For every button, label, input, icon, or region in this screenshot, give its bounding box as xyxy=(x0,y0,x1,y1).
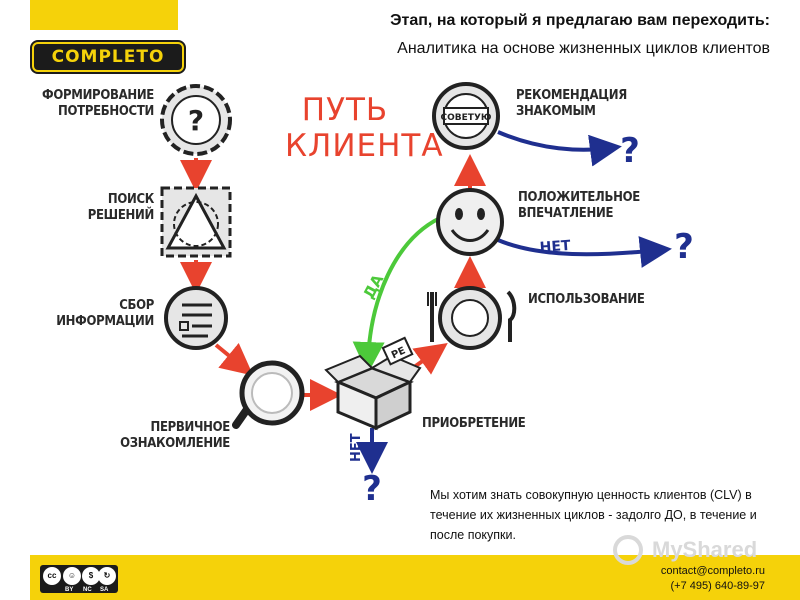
no-label-impression: НЕТ xyxy=(539,238,571,256)
search-shapes-icon xyxy=(160,186,232,258)
watermark-text: MyShared xyxy=(652,537,758,562)
yes-label: ДА xyxy=(360,271,388,302)
journey-title: ПУТЬ КЛИЕНТА xyxy=(285,92,444,164)
advise-badge-text: СОВЕТУЮ xyxy=(441,113,492,123)
need-gear-icon: ? xyxy=(160,84,232,156)
smiley-icon xyxy=(436,188,504,256)
question-mark-recommend: ? xyxy=(620,131,640,171)
cc-nc-label: NC xyxy=(83,587,92,593)
cc-license-badge: cc ☺ $ ↻ BY NC SA xyxy=(40,565,118,593)
cc-by-label: BY xyxy=(65,587,74,593)
watermark-logo-icon xyxy=(613,535,643,565)
footer-bar xyxy=(30,555,800,600)
myshared-watermark: MyShared xyxy=(610,535,780,567)
contact-email[interactable]: contact@completo.ru xyxy=(660,565,765,577)
magnifier-icon xyxy=(232,360,305,429)
journey-title-line-2: КЛИЕНТА xyxy=(285,128,444,164)
flow-arrows xyxy=(180,154,486,411)
gear-question-mark: ? xyxy=(188,104,204,137)
top-accent-bar xyxy=(30,0,178,30)
nc-icon: $ xyxy=(82,567,100,585)
advise-badge-icon: СОВЕТУЮ xyxy=(432,82,500,150)
yes-arrow xyxy=(352,216,441,374)
question-mark-impression: ? xyxy=(674,227,694,267)
journey-title-line-1: ПУТЬ xyxy=(301,92,389,128)
by-icon: ☺ xyxy=(63,567,81,585)
cc-icon: cc xyxy=(43,567,61,585)
sa-icon: ↻ xyxy=(98,567,116,585)
slide-subtitle: Аналитика на основе жизненных циклов кли… xyxy=(397,40,770,57)
box-icon: РЕ xyxy=(324,336,422,431)
box-tag xyxy=(381,336,414,366)
info-document-icon xyxy=(164,286,228,350)
box-tag-text: РЕ xyxy=(390,345,408,361)
stage-label-purchase: ПРИОБРЕТЕНИЕ xyxy=(422,416,526,431)
question-mark-purchase: ? xyxy=(362,469,382,509)
no-label-purchase: НЕТ xyxy=(349,433,364,462)
no-impression-arrow xyxy=(497,236,672,268)
cc-sa-label: SA xyxy=(100,587,109,593)
contact-phone: (+7 495) 640-89-97 xyxy=(670,580,765,592)
recommend-exit-arrow xyxy=(497,130,622,167)
slide-title: Этап, на который я предлагаю вам переход… xyxy=(390,12,770,29)
plate-icon xyxy=(427,286,517,350)
completo-logo: COMPLETO xyxy=(32,42,184,72)
knife-icon xyxy=(506,290,517,342)
arrow-info-to-acquaint xyxy=(214,342,254,376)
stage-label-usage: ИСПОЛЬЗОВАНИЕ xyxy=(528,292,645,307)
contact-info: contact@completo.ru (+7 495) 640-89-97 xyxy=(620,564,765,594)
clv-note: Мы хотим знать совокупную ценность клиен… xyxy=(430,488,757,542)
